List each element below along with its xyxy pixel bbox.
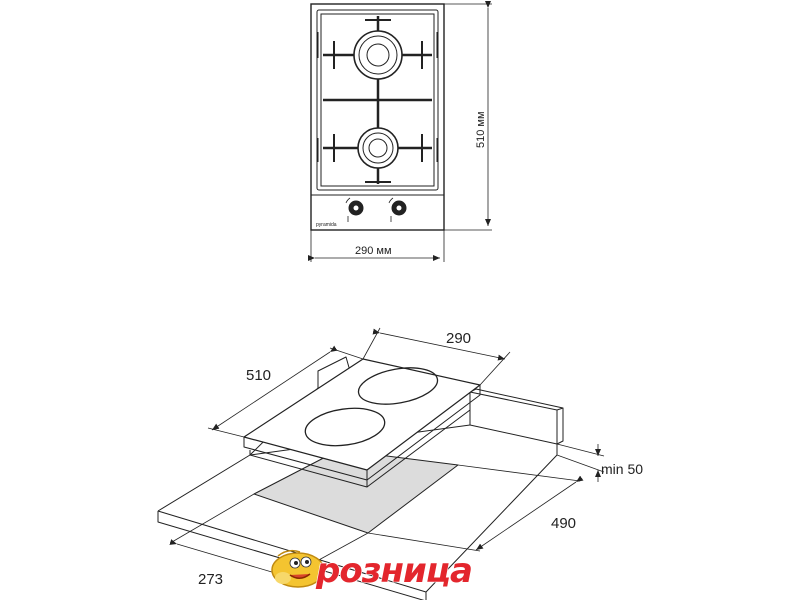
mascot-icon	[271, 549, 325, 588]
top-width-label: 290 мм	[355, 245, 392, 257]
cutout-depth-label: 490	[551, 515, 576, 532]
hob-outline	[310, 3, 445, 231]
cutout-width-label: 273	[198, 571, 223, 588]
watermark-logo: розница	[271, 549, 474, 592]
grate-frame	[320, 13, 435, 187]
lower-burner	[323, 100, 432, 184]
watermark-text: розница	[315, 551, 472, 591]
upper-burner	[323, 16, 432, 100]
top-view-dimensions	[308, 1, 492, 262]
clearance-label: min 50	[601, 461, 643, 477]
iso-depth-label: 510	[246, 367, 271, 384]
glass-panel-outline	[316, 9, 439, 191]
iso-width-label: 290	[446, 330, 471, 347]
iso-dimensions	[169, 327, 605, 579]
brand-label: pyramida	[316, 222, 337, 228]
top-height-label: 510 мм	[475, 111, 487, 148]
top-view	[310, 3, 445, 231]
left-knob	[345, 197, 364, 222]
right-knob	[388, 197, 407, 222]
